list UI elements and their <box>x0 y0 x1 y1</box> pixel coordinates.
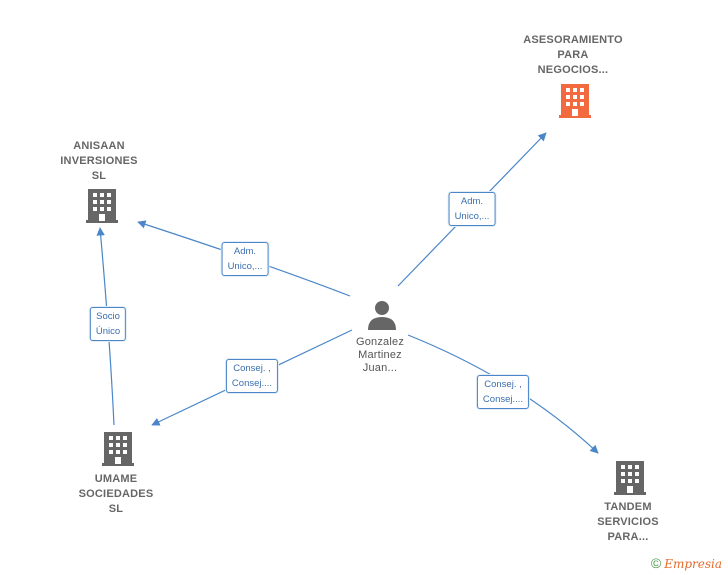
node-anisaan-line-2: INVERSIONES <box>60 155 138 167</box>
brand-logo: Empresia <box>664 557 722 571</box>
node-person-line-2: Martinez <box>358 349 402 361</box>
node-umame-line-1: UMAME <box>94 473 138 485</box>
building-icon-tandem[interactable] <box>614 461 646 495</box>
edge-label-line-2: Consej.... <box>231 378 273 389</box>
node-asesoramiento-line-3: NEGOCIOS... <box>537 64 609 76</box>
edge-label-to-anisaan[interactable]: Adm. Unico,... <box>221 242 269 276</box>
edge-label-line-1: Socio <box>96 311 120 322</box>
edge-label-to-asesoramiento[interactable]: Adm. Unico,... <box>448 192 496 226</box>
node-umame-line-2: SOCIEDADES <box>78 488 154 500</box>
edge-label-line-1: Consej. , <box>233 363 271 374</box>
edge-label-line-1: Consej. , <box>484 379 522 390</box>
node-person-line-1: Gonzalez <box>355 336 405 348</box>
node-asesoramiento-label[interactable]: ASESORAMIENTO PARA NEGOCIOS... <box>523 33 623 78</box>
edge-label-line-2: Unico,... <box>227 261 263 272</box>
node-tandem-line-1: TANDEM <box>604 501 652 513</box>
edge-label-line-1: Adm. <box>460 196 484 207</box>
copyright-icon: © <box>650 555 662 571</box>
building-icon-asesoramiento[interactable] <box>559 84 591 118</box>
person-icon[interactable] <box>366 300 398 330</box>
building-icon-umame[interactable] <box>102 432 134 466</box>
node-asesoramiento-line-1: ASESORAMIENTO <box>523 34 623 46</box>
edge-label-to-tandem[interactable]: Consej. , Consej.... <box>476 375 530 409</box>
node-person-label[interactable]: Gonzalez Martinez Juan... <box>356 336 404 375</box>
edge-label-line-2: Unico,... <box>454 211 490 222</box>
edge-label-umame-to-anisaan[interactable]: Socio Único <box>89 307 127 341</box>
building-icon-anisaan[interactable] <box>86 189 118 223</box>
node-umame-label[interactable]: UMAME SOCIEDADES SL <box>79 472 154 517</box>
node-tandem-line-2: SERVICIOS <box>597 516 659 528</box>
edge-label-line-2: Único <box>95 326 121 337</box>
node-person-line-3: Juan... <box>362 362 398 374</box>
node-anisaan-label[interactable]: ANISAAN INVERSIONES SL <box>60 139 137 184</box>
node-umame-line-3: SL <box>108 503 124 515</box>
node-anisaan-line-3: SL <box>91 170 107 182</box>
node-tandem-line-3: PARA... <box>607 531 649 543</box>
edge-label-line-1: Adm. <box>233 246 257 257</box>
edge-label-to-umame[interactable]: Consej. , Consej.... <box>225 359 279 393</box>
node-tandem-label[interactable]: TANDEM SERVICIOS PARA... <box>597 500 659 545</box>
node-asesoramiento-line-2: PARA <box>557 49 589 61</box>
edge-label-line-2: Consej.... <box>482 394 524 405</box>
footer-brand[interactable]: ©Empresia <box>651 555 722 571</box>
node-anisaan-line-1: ANISAAN <box>73 140 125 152</box>
